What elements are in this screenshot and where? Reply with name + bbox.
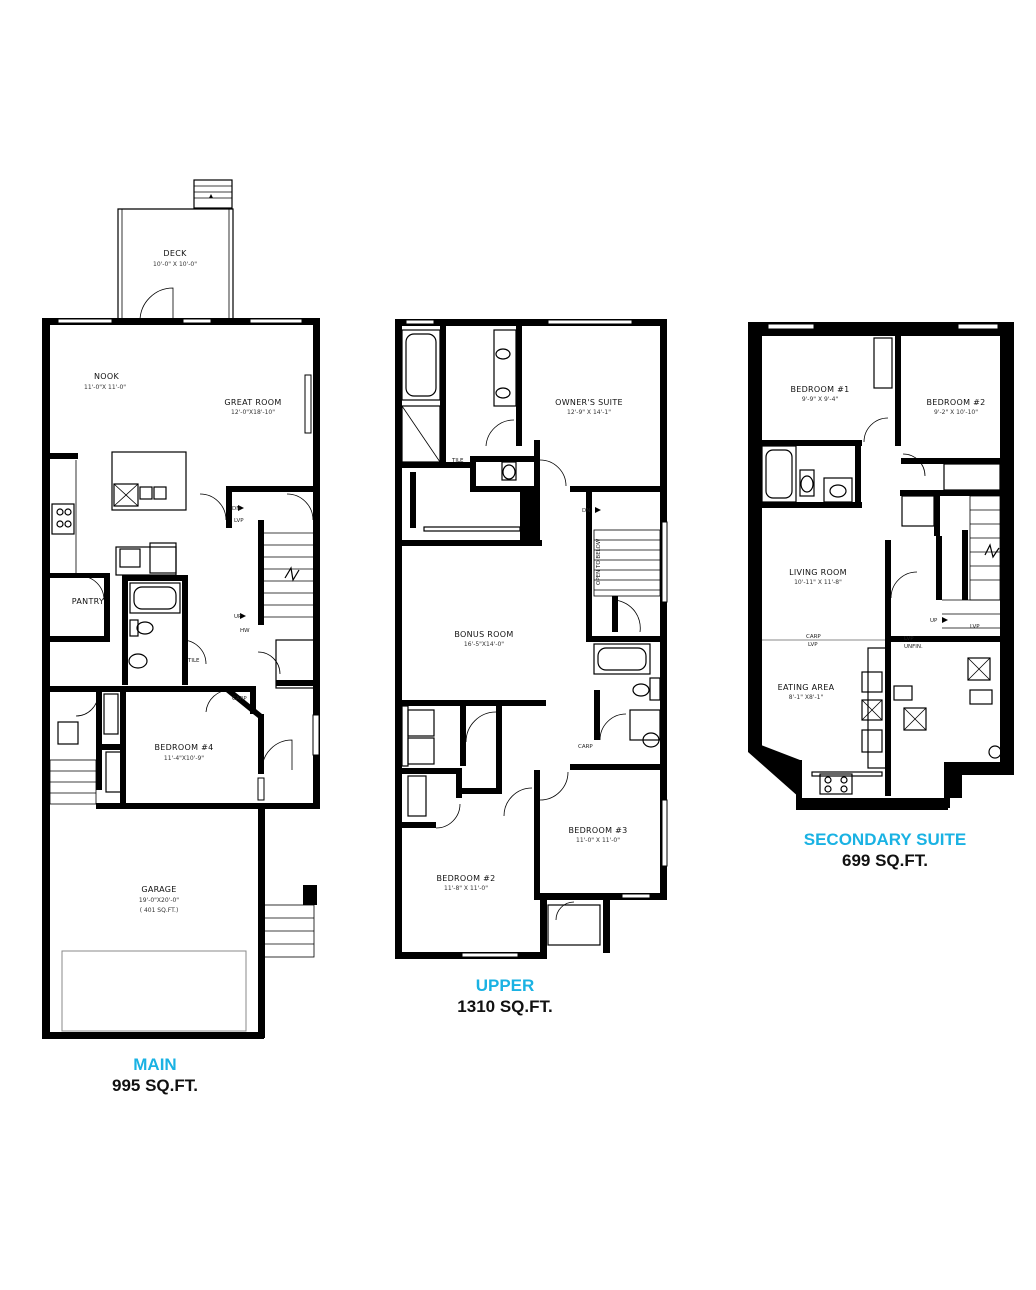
main-carp-note: CARP (232, 696, 247, 702)
deck-dim: 10'-0" X 10'-0" (153, 261, 197, 268)
upper-bedroom-2-dim: 11'-8" X 11'-0" (444, 885, 488, 892)
arrow-up-icon (240, 613, 246, 619)
great-room-dim: 12'-0"X18'-10" (231, 409, 275, 416)
nook-label: NOOK (94, 372, 119, 381)
main-caption: MAIN 995 SQ.FT. (80, 1055, 230, 1097)
suite-lvp-note-2: LVP (970, 624, 980, 630)
owners-suite-dim: 12'-9" X 14'-1" (567, 409, 611, 416)
living-room-dim: 10'-11" X 11'-8" (794, 579, 842, 586)
suite-caption: SECONDARY SUITE 699 SQ.FT. (780, 830, 990, 872)
arrow-dn-icon (595, 507, 601, 513)
nook-dim: 11'-0"X 11'-0" (84, 384, 126, 391)
arrow-up-icon (942, 617, 948, 623)
arrow-up-icon (209, 194, 213, 198)
great-room-label: GREAT ROOM (224, 398, 281, 407)
open-to-below-note: OPEN TO BELOW (596, 538, 602, 585)
suite-area: 699 SQ.FT. (842, 851, 928, 870)
suite-bedroom-1-label: BEDROOM #1 (790, 385, 849, 394)
suite-bedroom-2-label: BEDROOM #2 (926, 398, 985, 407)
bedroom-4-dim: 11'-4"X10'-9" (164, 755, 204, 762)
main-floor-plan: DECK 10'-0" X 10'-0" NOOK 11'-0"X 11'-0"… (42, 179, 320, 1039)
upper-dn-note: DN (582, 508, 590, 514)
eating-area-label: EATING AREA (778, 683, 835, 692)
suite-title: SECONDARY SUITE (803, 830, 967, 849)
upper-area: 1310 SQ.FT. (457, 997, 553, 1016)
suite-bedroom-1-dim: 9'-9" X 9'-4" (802, 396, 839, 403)
suite-lvp-note: LVP (808, 642, 818, 648)
main-tile-note: TILE (187, 658, 200, 664)
main-lvp-note: LVP (234, 518, 244, 524)
bedroom-3-label: BEDROOM #3 (568, 826, 627, 835)
suite-lvp-note-3: LVP (904, 636, 914, 642)
bedroom-4-label: BEDROOM #4 (154, 743, 213, 752)
upper-carp-note: CARP (578, 744, 593, 750)
main-area: 995 SQ.FT. (112, 1076, 198, 1095)
living-room-label: LIVING ROOM (789, 568, 847, 577)
upper-tile-note: TILE (451, 458, 464, 464)
bedroom-3-dim: 11'-0" X 11'-0" (576, 837, 620, 844)
upper-caption: UPPER 1310 SQ.FT. (430, 976, 580, 1018)
suite-carp-note: CARP (806, 634, 821, 640)
eating-area-dim: 8'-1" X8'-1" (789, 694, 824, 701)
suite-up-note: UP (930, 618, 938, 624)
main-hw-note: HW (240, 628, 250, 634)
pantry-label: PANTRY (72, 597, 104, 606)
arrow-dn-icon (238, 505, 244, 511)
suite-unfin-note: UNFIN. (904, 644, 923, 650)
suite-bedroom-2-dim: 9'-2" X 10'-10" (934, 409, 978, 416)
upper-bedroom-2-label: BEDROOM #2 (436, 874, 495, 883)
garage-label: GARAGE (141, 885, 176, 894)
upper-floor-plan: OWNER'S SUITE 12'-9" X 14'-1" BONUS ROOM… (395, 319, 668, 959)
owners-suite-label: OWNER'S SUITE (555, 398, 623, 407)
bonus-room-label: BONUS ROOM (454, 630, 513, 639)
main-dn-note: DN (232, 506, 240, 512)
upper-title: UPPER (475, 976, 535, 995)
deck-label: DECK (163, 249, 187, 258)
bonus-room-dim: 16'-5"X14'-0" (464, 641, 504, 648)
garage-dim: 19'-0"X20'-0" (139, 897, 179, 904)
main-up-note: UP (234, 614, 242, 620)
garage-area: ( 401 SQ.FT.) (140, 907, 179, 914)
suite-floor-plan: BEDROOM #1 9'-9" X 9'-4" BEDROOM #2 9'-2… (748, 322, 1014, 810)
main-title: MAIN (133, 1055, 177, 1074)
